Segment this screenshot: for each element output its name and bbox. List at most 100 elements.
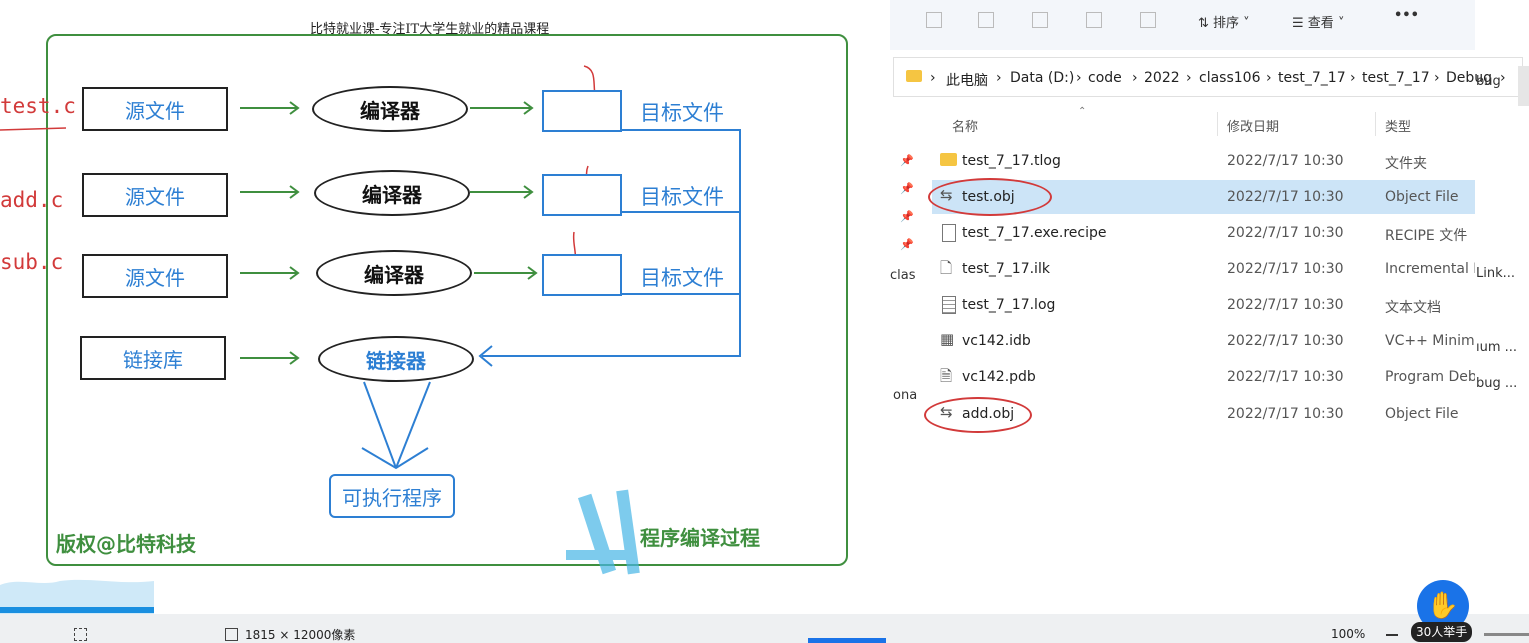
sidebar-item[interactable]: clas (890, 268, 916, 283)
file-name: test_7_17.exe.recipe (962, 225, 1107, 241)
file-row[interactable]: 🗎 vc142.pdb 2022/7/17 10:30 Program Debu… (932, 360, 1475, 394)
text-file-icon (942, 296, 956, 314)
file-type: Object File (1385, 406, 1459, 422)
file-name: test_7_17.log (962, 297, 1056, 313)
selection-icon[interactable] (74, 628, 87, 641)
process-title: 程序编译过程 (640, 526, 760, 550)
file-type: RECIPE 文件 (1385, 228, 1468, 244)
new-icon[interactable] (926, 12, 942, 28)
file-row[interactable]: test_7_17.log 2022/7/17 10:30 文本文档 (932, 288, 1475, 322)
file-date: 2022/7/17 10:30 (1227, 225, 1344, 241)
pdb-file-icon: 🗎 (940, 367, 953, 385)
sort-label: 排序 (1213, 16, 1240, 31)
folder-icon (940, 153, 957, 166)
linker-ellipse: 链接器 (318, 336, 474, 382)
file-type: Object File (1385, 189, 1459, 205)
pin-icon[interactable]: 📌 (900, 238, 914, 251)
address-bar[interactable]: › 此电脑 › Data (D:) › code › 2022 › class1… (893, 57, 1523, 97)
overflow-text: bug (1476, 74, 1501, 89)
breadcrumb-item[interactable]: code (1088, 70, 1122, 86)
hand-icon: ✋ (1426, 591, 1460, 621)
explorer-toolbar (890, 0, 1475, 50)
chevron-right-icon: › (1500, 70, 1506, 86)
zoom-level: 100% (1331, 627, 1366, 641)
target-file-label: 目标文件 (640, 266, 724, 290)
column-header-type[interactable]: 类型 (1385, 120, 1412, 135)
more-button[interactable]: ••• (1394, 8, 1419, 23)
annotation-oval (924, 397, 1032, 433)
file-row[interactable]: 🗋 test_7_17.ilk 2022/7/17 10:30 Incremen… (932, 252, 1475, 286)
file-row[interactable]: test_7_17.tlog 2022/7/17 10:30 文件夹 (932, 144, 1475, 178)
status-bar (0, 614, 1529, 643)
target-file-label: 目标文件 (640, 185, 724, 209)
watermark-graphic (566, 489, 640, 575)
target-file-box (542, 174, 622, 216)
breadcrumb-item[interactable]: 此电脑 (946, 73, 988, 89)
view-label: 查看 (1307, 16, 1334, 31)
view-button[interactable]: ☰ 查看 ˅ (1292, 16, 1345, 31)
compiler-ellipse: 编译器 (314, 170, 470, 216)
chevron-right-icon: › (930, 70, 936, 86)
chevron-right-icon: › (996, 70, 1002, 86)
file-type: Incremental Linker (1385, 261, 1475, 277)
file-type: VC++ Minimum (1385, 333, 1475, 349)
hand-count-badge: 30人举手 (1411, 622, 1473, 642)
file-name: vc142.pdb (962, 369, 1036, 385)
zoom-out-icon[interactable] (1386, 634, 1398, 636)
chevron-right-icon: › (1186, 70, 1192, 86)
pin-icon[interactable]: 📌 (900, 182, 914, 195)
pin-icon[interactable]: 📌 (900, 154, 914, 167)
column-header-name[interactable]: 名称 (952, 120, 979, 135)
file-label-sub-c: sub.c (0, 250, 64, 274)
file-name: test_7_17.tlog (962, 153, 1061, 169)
file-date: 2022/7/17 10:30 (1227, 333, 1344, 349)
decor-wave (0, 579, 154, 615)
file-label-add-c: add.c (0, 188, 64, 212)
zoom-slider[interactable] (1484, 633, 1529, 636)
paste-icon[interactable] (1086, 12, 1102, 28)
ilk-file-icon: 🗋 (940, 259, 953, 277)
scrollbar[interactable] (1518, 66, 1529, 106)
idb-file-icon: ▦ (940, 330, 955, 348)
file-label-test-c: test.c (0, 94, 76, 118)
source-file-box: 源文件 (82, 173, 228, 217)
column-header-date[interactable]: 修改日期 (1227, 120, 1280, 135)
breadcrumb-item[interactable]: test_7_17 (1278, 70, 1346, 86)
sidebar-item[interactable]: ona (893, 388, 918, 403)
folder-icon (906, 70, 922, 82)
file-row[interactable]: test_7_17.exe.recipe 2022/7/17 10:30 REC… (932, 216, 1475, 250)
executable-box: 可执行程序 (329, 474, 455, 518)
sort-up-icon: ⌃ (1078, 106, 1087, 117)
cut-icon[interactable] (978, 12, 994, 28)
target-file-box (542, 90, 622, 132)
source-file-box: 源文件 (82, 254, 228, 298)
breadcrumb-item[interactable]: class106 (1199, 70, 1261, 86)
overflow-text: ıum ... (1476, 340, 1518, 355)
breadcrumb-item[interactable]: 2022 (1144, 70, 1180, 86)
file-row[interactable]: ▦ vc142.idb 2022/7/17 10:30 VC++ Minimum (932, 324, 1475, 358)
column-divider (1375, 112, 1376, 136)
delete-icon[interactable] (1140, 12, 1156, 28)
file-type: 文本文档 (1385, 300, 1441, 316)
chevron-right-icon: › (1350, 70, 1356, 86)
file-date: 2022/7/17 10:30 (1227, 189, 1344, 205)
image-dimensions: 1815 × 12000像素 (245, 628, 356, 642)
link-library-box: 链接库 (80, 336, 226, 380)
sort-button[interactable]: ⇅ 排序 ˅ (1198, 16, 1250, 31)
pin-icon[interactable]: 📌 (900, 210, 914, 223)
overflow-text: bug ... (1476, 376, 1518, 391)
file-date: 2022/7/17 10:30 (1227, 153, 1344, 169)
compiler-ellipse: 编译器 (312, 86, 468, 132)
annotation-oval (928, 178, 1052, 216)
crop-icon (225, 628, 238, 641)
breadcrumb-item[interactable]: test_7_17 (1362, 70, 1430, 86)
breadcrumb-item[interactable]: Debug (1446, 70, 1493, 86)
breadcrumb-item[interactable]: Data (D:) (1010, 70, 1075, 86)
target-file-label: 目标文件 (640, 101, 724, 125)
file-date: 2022/7/17 10:30 (1227, 369, 1344, 385)
copy-icon[interactable] (1032, 12, 1048, 28)
file-type: Program Debug (1385, 369, 1475, 385)
file-date: 2022/7/17 10:30 (1227, 261, 1344, 277)
target-file-box (542, 254, 622, 296)
chevron-right-icon: › (1076, 70, 1082, 86)
